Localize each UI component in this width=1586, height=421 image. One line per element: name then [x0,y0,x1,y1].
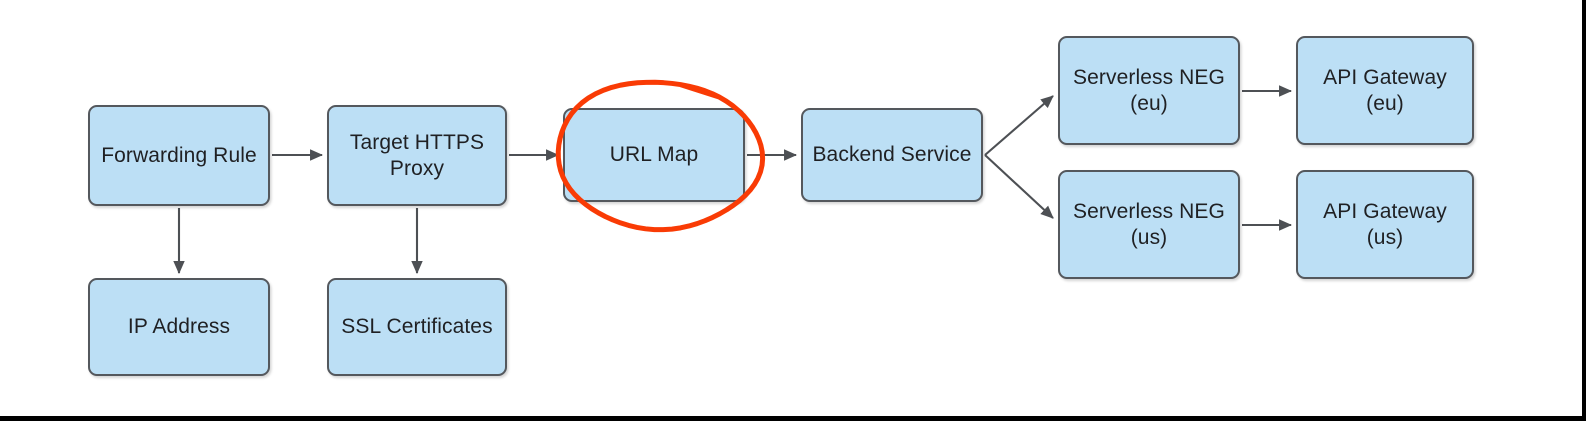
node-serverless-neg-us[interactable]: Serverless NEG (us) [1058,170,1240,279]
edge-backend-to-neg-us [984,154,1054,219]
node-ip-address[interactable]: IP Address [88,278,270,376]
node-serverless-neg-eu[interactable]: Serverless NEG (eu) [1058,36,1240,145]
node-label-ip-address: IP Address [127,315,231,339]
frame-border-right [1582,0,1586,421]
node-label-ssl-certificates: SSL Certificates [341,315,493,339]
node-url-map[interactable]: URL Map [563,108,745,202]
node-label-forwarding-rule: Forwarding Rule [101,143,257,167]
node-label-target-https-proxy: Target HTTPS Proxy [349,130,485,180]
node-label-api-gateway-eu: API Gateway (eu) [1323,65,1447,115]
node-forwarding-rule[interactable]: Forwarding Rule [88,105,270,206]
node-api-gateway-eu[interactable]: API Gateway (eu) [1296,36,1474,145]
node-label-backend-service: Backend Service [812,143,972,167]
node-label-serverless-neg-us: Serverless NEG (us) [1073,199,1225,249]
node-ssl-certificates[interactable]: SSL Certificates [327,278,507,376]
node-label-serverless-neg-eu: Serverless NEG (eu) [1073,65,1225,115]
node-label-api-gateway-us: API Gateway (us) [1323,199,1447,249]
node-api-gateway-us[interactable]: API Gateway (us) [1296,170,1474,279]
edge-backend-to-neg-eu [984,95,1054,156]
node-backend-service[interactable]: Backend Service [801,108,983,202]
node-target-https-proxy[interactable]: Target HTTPS Proxy [327,105,507,206]
frame-border-bottom [0,416,1586,421]
node-label-url-map: URL Map [609,143,699,167]
